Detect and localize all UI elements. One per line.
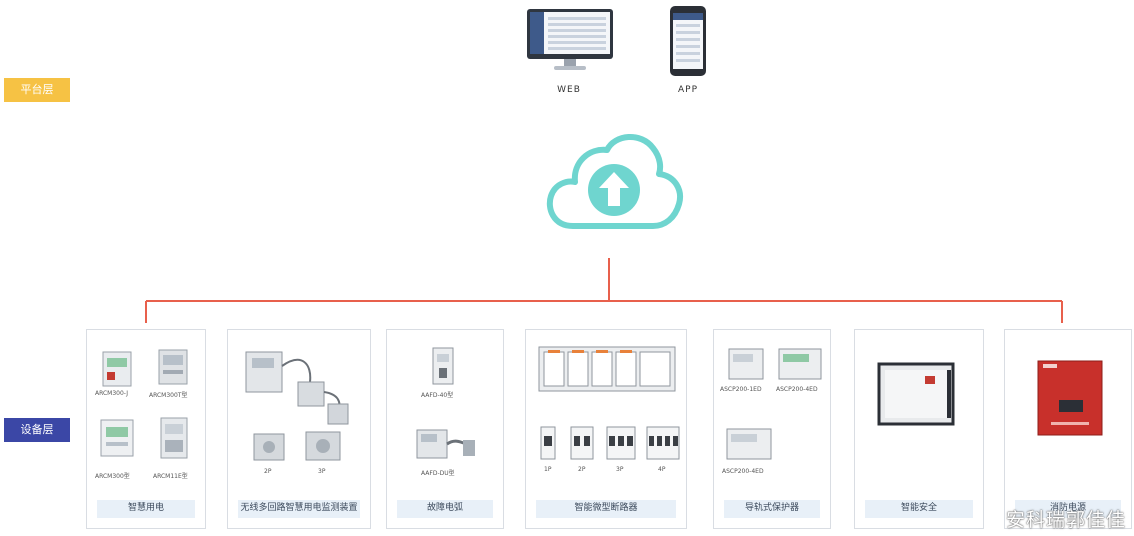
arc-fault-device-icon (416, 429, 475, 459)
sensor-device-icon (245, 351, 349, 425)
device-model-label: ASCP200-1ED (720, 386, 762, 393)
meter-device-icon (158, 349, 188, 385)
device-model-label: ARCM300型 (95, 473, 130, 480)
device-model-label: AAFD-DU型 (421, 470, 455, 477)
device-card-caption: 智慧用电 (97, 500, 195, 518)
meter-device-icon (100, 419, 134, 457)
device-card-caption: 智能微型断路器 (536, 500, 676, 518)
safety-cabinet-icon (877, 362, 955, 426)
platform-layer-label: 平台层 (20, 83, 54, 96)
device-model-label: 3P (616, 466, 624, 473)
device-card-fire-power: 消防电源 (1004, 329, 1132, 529)
device-card-arc-fault: AAFD-40型 AAFD-DU型 故障电弧 (386, 329, 504, 529)
device-card-caption: 导轨式保护器 (724, 500, 820, 518)
device-card-rail-protector: ASCP200-1ED ASCP200-4ED ASCP200-4ED 导轨式保… (713, 329, 831, 529)
device-model-label: ASCP200-4ED (722, 468, 764, 475)
cloud-upload-icon (546, 134, 683, 229)
meter-device-icon (160, 417, 188, 459)
breaker-panel-icon (538, 346, 676, 392)
monitor-icon (527, 9, 613, 70)
device-model-label: 4P (658, 466, 666, 473)
breaker-4p-icon (646, 426, 680, 460)
platform-layer-tag: 平台层 (4, 78, 70, 102)
breaker-1p-icon (540, 426, 556, 460)
device-layer-label: 设备层 (20, 423, 54, 436)
device-card-caption: 消防电源 (1015, 500, 1121, 518)
device-model-label: 1P (544, 466, 552, 473)
fire-power-cabinet-icon (1037, 360, 1103, 436)
device-model-label: 3P (318, 468, 326, 475)
device-card-caption: 故障电弧 (397, 500, 493, 518)
device-layer-tag: 设备层 (4, 418, 70, 442)
protector-device-icon (778, 348, 822, 380)
watermark: 安科瑞郭佳佳 (1005, 509, 1126, 531)
ct-sensor-icon (253, 433, 285, 461)
app-client-label: APP (677, 85, 698, 95)
arc-fault-device-icon (432, 347, 454, 385)
protector-device-icon (728, 348, 764, 380)
device-card-caption: 智能安全 (865, 500, 973, 518)
device-card-smart-electricity: ARCM300-J ARCM300T型 ARCM300型 ARCM11E型 智慧… (86, 329, 206, 529)
smartphone-icon (670, 6, 706, 76)
protector-device-icon (726, 428, 772, 460)
device-card-smart-breaker: 1P 2P 3P 4P 智能微型断路器 (525, 329, 687, 529)
device-model-label: ARCM11E型 (153, 473, 188, 480)
web-client-label: WEB (557, 85, 581, 95)
meter-device-icon (102, 351, 132, 387)
device-model-label: ARCM300-J (95, 390, 129, 397)
device-model-label: AAFD-40型 (421, 392, 454, 399)
breaker-2p-icon (570, 426, 594, 460)
device-model-label: 2P (578, 466, 586, 473)
ct-sensor-icon (305, 431, 341, 461)
device-card-wireless-monitor: 2P 3P 无线多回路智慧用电监测装置 (227, 329, 371, 529)
device-model-label: ARCM300T型 (149, 392, 188, 399)
device-model-label: ASCP200-4ED (776, 386, 818, 393)
breaker-3p-icon (606, 426, 636, 460)
device-card-caption: 无线多回路智慧用电监测装置 (238, 500, 360, 518)
device-card-smart-safety: 智能安全 (854, 329, 984, 529)
device-model-label: 2P (264, 468, 272, 475)
